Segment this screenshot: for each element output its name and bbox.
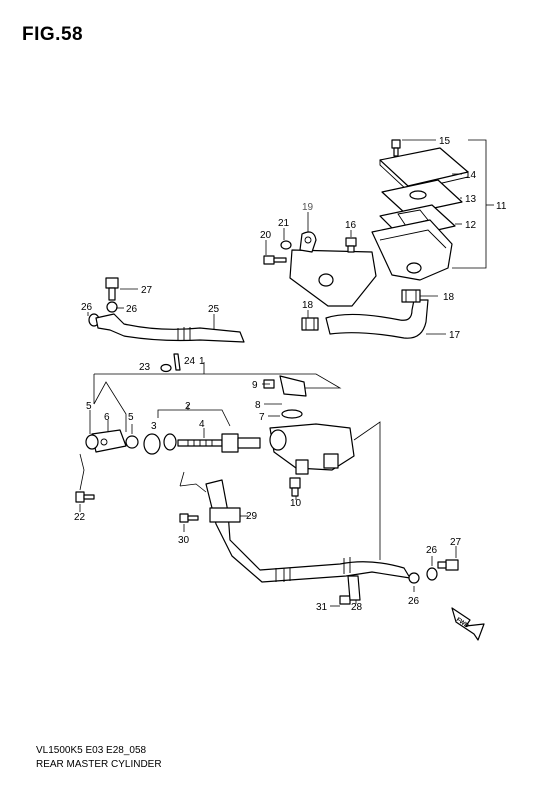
o-ring-7[interactable] — [281, 409, 303, 419]
reservoir-tank-11[interactable] — [371, 219, 453, 281]
piston-cup[interactable] — [163, 433, 177, 451]
callout-9: 9 — [252, 380, 258, 391]
brake-hose-25[interactable] — [95, 313, 245, 343]
bolt-22[interactable] — [75, 491, 95, 503]
callout-10: 10 — [290, 498, 302, 509]
callout-18-right: 18 — [443, 292, 455, 303]
callout-20: 20 — [260, 230, 272, 241]
washer-26b[interactable] — [106, 301, 118, 313]
callout-30: 30 — [178, 535, 190, 546]
bolt-10[interactable] — [289, 477, 301, 497]
callout-17: 17 — [449, 330, 461, 341]
callout-2: 2 — [185, 401, 191, 412]
reservoir-cap-14[interactable] — [379, 147, 469, 192]
callout-28: 28 — [351, 602, 363, 613]
screw-30[interactable] — [179, 513, 199, 523]
callout-26-upper-left: 26 — [81, 302, 93, 313]
washer-26c[interactable] — [426, 567, 438, 581]
reservoir-hose-17[interactable] — [325, 299, 429, 339]
push-rod-4[interactable] — [177, 433, 261, 453]
callout-14: 14 — [465, 170, 477, 181]
forward-direction-badge: FWD — [451, 607, 485, 641]
figure-title: FIG.58 — [22, 24, 84, 45]
diagram-caption: REAR MASTER CYLINDER — [36, 759, 162, 770]
callout-26-lower-left: 26 — [426, 545, 438, 556]
master-cylinder-body[interactable] — [269, 423, 355, 475]
cotter-pin-24[interactable] — [173, 353, 181, 371]
callout-4: 4 — [199, 419, 205, 430]
callout-18-left: 18 — [302, 300, 314, 311]
bolt-20[interactable] — [263, 255, 287, 265]
model-code: VL1500K5 E03 E28_058 — [36, 745, 147, 756]
callout-21: 21 — [278, 218, 290, 229]
brake-hose-29[interactable] — [205, 479, 411, 583]
callout-1: 1 — [199, 356, 205, 367]
callout-27-upper: 27 — [141, 285, 153, 296]
union-bolt-27b[interactable] — [437, 559, 459, 571]
callout-19: 19 — [302, 202, 314, 213]
bolt-16[interactable] — [345, 237, 357, 253]
callout-22: 22 — [74, 512, 86, 523]
callout-5-left: 5 — [86, 401, 92, 412]
washer-23[interactable] — [160, 363, 172, 373]
union-bolt-27a[interactable] — [105, 277, 119, 301]
washer-21[interactable] — [280, 240, 292, 250]
callout-7: 7 — [259, 412, 265, 423]
circlip-3[interactable] — [143, 433, 161, 455]
callout-6: 6 — [104, 412, 110, 423]
hose-clamp-18b[interactable] — [301, 317, 319, 331]
callout-29: 29 — [246, 511, 258, 522]
pin-5b[interactable] — [125, 435, 139, 449]
hose-clamp-18a[interactable] — [401, 289, 421, 303]
callout-3: 3 — [151, 421, 157, 432]
callout-31: 31 — [316, 602, 328, 613]
screw-15[interactable] — [391, 139, 401, 157]
hose-joint-9[interactable] — [263, 375, 307, 397]
callout-26-lower-right: 26 — [408, 596, 420, 607]
callout-25: 25 — [208, 304, 220, 315]
callout-23: 23 — [139, 362, 151, 373]
callout-26-upper-right: 26 — [126, 304, 138, 315]
screw-31[interactable] — [339, 595, 351, 605]
callout-8: 8 — [255, 400, 261, 411]
pin-5a[interactable] — [85, 434, 99, 450]
washer-26d[interactable] — [408, 572, 420, 584]
diaphragm-plate-13[interactable] — [381, 179, 463, 215]
callout-13: 13 — [465, 194, 477, 205]
callout-12: 12 — [465, 220, 477, 231]
callout-27-lower: 27 — [450, 537, 462, 548]
callout-15: 15 — [439, 136, 451, 147]
callout-16: 16 — [345, 220, 357, 231]
reservoir-bracket-19[interactable] — [289, 231, 377, 307]
clamp-28[interactable] — [347, 575, 361, 601]
callout-5-right: 5 — [128, 412, 134, 423]
callout-11: 11 — [496, 201, 507, 212]
hose-clamp-29[interactable] — [209, 507, 241, 523]
callout-24: 24 — [184, 356, 196, 367]
